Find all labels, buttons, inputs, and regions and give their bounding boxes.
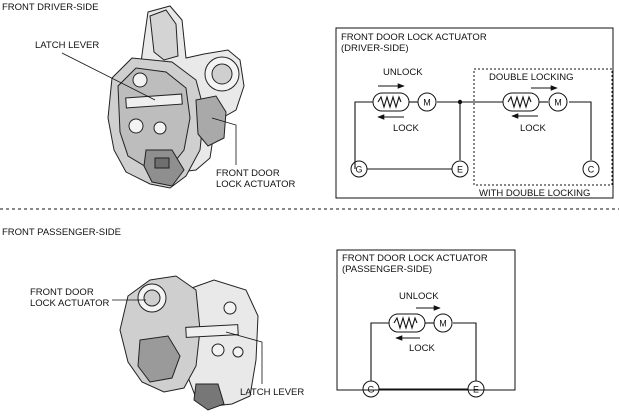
terminal-g-label: G xyxy=(355,165,362,175)
terminal-e-label: E xyxy=(457,165,463,175)
driver-section-title: FRONT DRIVER-SIDE xyxy=(2,2,98,13)
passenger-terminal-g: G xyxy=(362,380,380,398)
terminal-c-label: C xyxy=(588,165,595,175)
passenger-motor: M xyxy=(388,313,453,333)
motor-symbol xyxy=(548,92,568,112)
driver-wire-g xyxy=(354,101,373,169)
passenger-wire-g xyxy=(370,322,389,381)
motor-label: M xyxy=(439,319,447,329)
driver-actuator-label-line1: FRONT DOOR xyxy=(216,168,280,179)
motor-symbol xyxy=(433,313,453,333)
driver-junction-dot xyxy=(457,99,463,105)
terminal-e: E xyxy=(451,160,469,178)
passenger-actuator-box xyxy=(336,249,516,391)
passenger-unlock-label: UNLOCK xyxy=(399,291,439,302)
terminal-c: C xyxy=(582,160,600,178)
passenger-door-lock-illustration xyxy=(119,275,259,411)
driver-door-lock-illustration xyxy=(107,5,245,189)
passenger-terminal-e: E xyxy=(467,380,485,398)
motor-label: M xyxy=(423,98,431,108)
terminal-g: G xyxy=(350,160,368,178)
driver-unlock-label: UNLOCK xyxy=(383,67,423,78)
passenger-wire-e xyxy=(453,322,477,381)
driver-box-title-line1: FRONT DOOR LOCK ACTUATOR xyxy=(341,32,487,43)
driver-box-title-line2: (DRIVER-SIDE) xyxy=(341,43,409,54)
resistor-symbol xyxy=(393,316,418,330)
passenger-box-title-line2: (PASSENGER-SIDE) xyxy=(342,264,432,275)
driver-unlock-motor: M xyxy=(372,92,437,112)
driver-lock2-label: LOCK xyxy=(520,123,547,134)
driver-wire-c xyxy=(569,101,592,160)
passenger-section-title: FRONT PASSENGER-SIDE xyxy=(2,227,121,238)
resistor-symbol xyxy=(507,95,532,109)
driver-double-lock-motor: M xyxy=(502,92,568,112)
passenger-actuator-label-line1: FRONT DOOR xyxy=(30,287,94,298)
passenger-terminal-g-label: G xyxy=(367,385,374,395)
passenger-latch-lever-leader xyxy=(225,331,263,384)
driver-latch-lever-leader xyxy=(61,52,156,101)
driver-actuator-leader xyxy=(211,117,237,165)
resistor-symbol xyxy=(377,95,402,109)
driver-actuator-label-line2: LOCK ACTUATOR xyxy=(216,179,295,190)
double-locking-label: DOUBLE LOCKING xyxy=(489,72,573,83)
double-locking-dotted-box xyxy=(473,68,613,186)
passenger-box-title-line1: FRONT DOOR LOCK ACTUATOR xyxy=(342,253,488,264)
passenger-lock-label: LOCK xyxy=(409,343,436,354)
passenger-actuator-label-line2: LOCK ACTUATOR xyxy=(30,298,109,309)
driver-lock-label: LOCK xyxy=(393,123,420,134)
passenger-terminal-e-label: E xyxy=(473,385,479,395)
motor-symbol xyxy=(417,92,437,112)
with-double-locking-label: WITH DOUBLE LOCKING xyxy=(479,188,590,199)
motor-label: M xyxy=(554,98,562,108)
driver-latch-lever-label: LATCH LEVER xyxy=(35,40,99,51)
driver-actuator-box xyxy=(335,27,614,199)
passenger-latch-lever-label: LATCH LEVER xyxy=(240,387,304,398)
